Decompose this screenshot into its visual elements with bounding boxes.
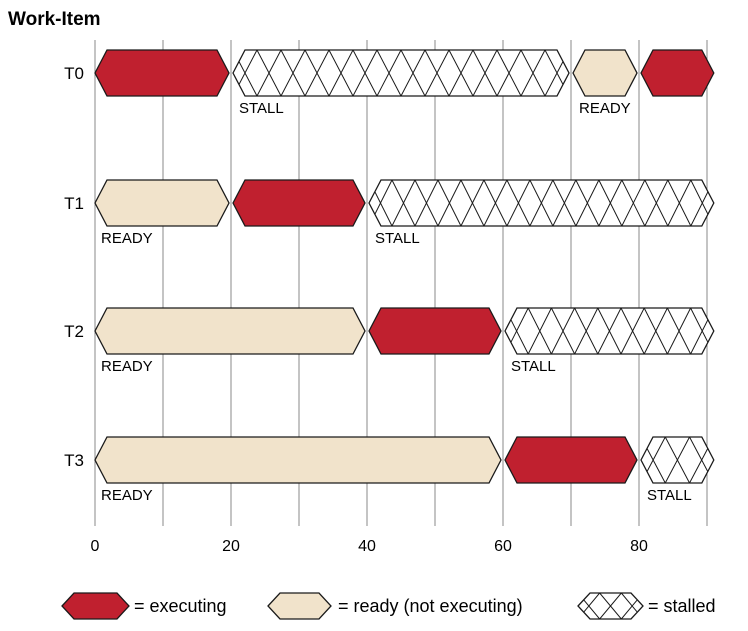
ready-segment xyxy=(94,436,502,484)
segment-label: READY xyxy=(101,487,153,504)
x-tick-label: 0 xyxy=(91,538,100,555)
legend-swatch-executing xyxy=(61,592,130,620)
legend-label: = stalled xyxy=(648,596,716,616)
segment-label: READY xyxy=(101,358,153,375)
legend-item-stalled: = stalled xyxy=(577,592,716,620)
stalled-segment xyxy=(232,49,570,97)
x-tick-label: 80 xyxy=(630,538,648,555)
stalled-segment xyxy=(504,307,715,355)
legend-label: = ready (not executing) xyxy=(338,596,523,616)
legend-swatch-ready xyxy=(267,592,332,620)
executing-segment xyxy=(232,179,366,227)
ready-segment xyxy=(572,49,638,97)
segment-label: READY xyxy=(579,100,631,117)
segment-label: STALL xyxy=(511,358,556,375)
x-axis: 0 20 40 60 80 xyxy=(91,538,648,555)
x-tick-label: 20 xyxy=(222,538,240,555)
legend-item-ready: = ready (not executing) xyxy=(267,592,523,620)
stalled-segment xyxy=(640,436,715,484)
segment-label: STALL xyxy=(647,487,692,504)
segment-label: STALL xyxy=(239,100,284,117)
x-tick-label: 60 xyxy=(494,538,512,555)
diagram-title: Work-Item xyxy=(8,9,101,30)
legend-item-executing: = executing xyxy=(61,592,227,620)
executing-segment xyxy=(368,307,502,355)
row-label: T0 xyxy=(64,64,84,83)
legend: = executing = ready (not executing) = stal… xyxy=(61,592,716,620)
legend-swatch-stalled xyxy=(577,592,644,620)
stalled-segment xyxy=(368,179,715,227)
legend-label: = executing xyxy=(134,596,227,616)
executing-segment xyxy=(94,49,230,97)
segment-label: STALL xyxy=(375,230,420,247)
segment-label: READY xyxy=(101,230,153,247)
x-tick-label: 40 xyxy=(358,538,376,555)
ready-segment xyxy=(94,307,366,355)
ready-segment xyxy=(94,179,230,227)
grid xyxy=(94,40,708,526)
row-label: T2 xyxy=(64,322,84,341)
executing-segment xyxy=(640,49,715,97)
row-label: T1 xyxy=(64,194,84,213)
row-label: T3 xyxy=(64,451,84,470)
executing-segment xyxy=(504,436,638,484)
